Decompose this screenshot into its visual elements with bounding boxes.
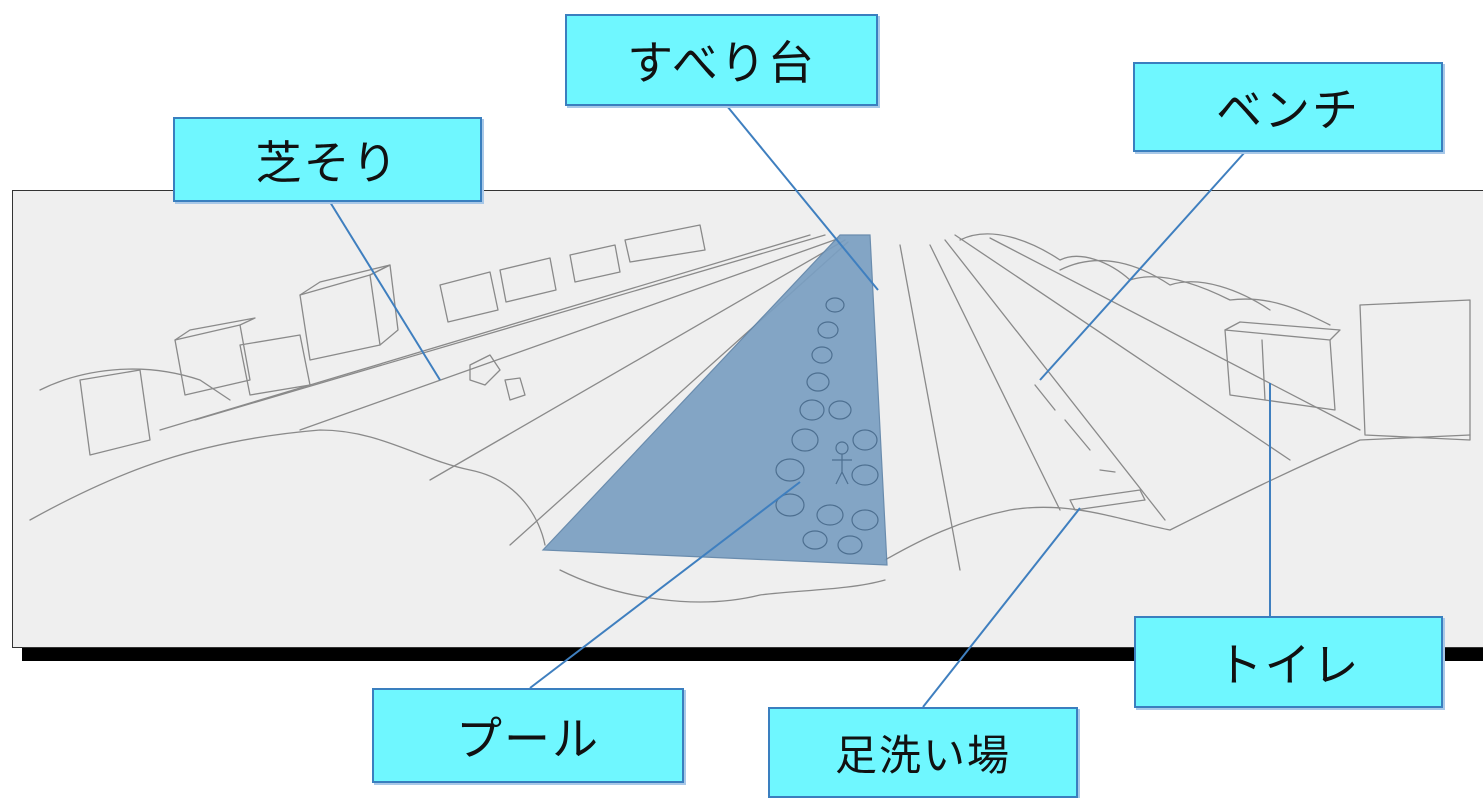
bench-mark (1064, 419, 1091, 451)
building-outline (79, 369, 151, 456)
right-embankment-line (989, 237, 1361, 431)
stepping-stone (828, 400, 852, 420)
stepping-stone (775, 458, 805, 482)
foot-wash-mark (1069, 489, 1146, 511)
callout-foot-wash-label: 足洗い場 (834, 731, 1011, 780)
sledding-figure (469, 354, 501, 386)
callout-slide: すべり台 (565, 14, 878, 106)
building-outline (624, 224, 706, 263)
stepping-stone (799, 399, 825, 421)
stepping-stone (851, 464, 879, 486)
ground-contour (559, 569, 886, 603)
callout-pool-label: プール (456, 711, 600, 766)
ground-contour (884, 506, 1171, 561)
callout-pool: プール (372, 688, 684, 783)
callout-slide-label: すべり台 (627, 36, 816, 90)
building-outline (174, 324, 251, 396)
callout-bench-label: ベンチ (1216, 83, 1360, 137)
tree-outline (959, 233, 1331, 326)
callout-grass-sledding-label: 芝そり (255, 135, 400, 190)
stepping-stone (802, 530, 828, 550)
toilet-building (1261, 339, 1266, 401)
stepping-stone (817, 321, 839, 339)
left-embankment-line (194, 234, 826, 421)
callout-toilet: トイレ (1134, 616, 1443, 708)
building-outline (439, 271, 499, 323)
left-embankment-line (159, 234, 811, 431)
callout-grass-sledding: 芝そり (173, 117, 482, 202)
building-outline (239, 334, 311, 396)
center-building (1359, 299, 1471, 441)
stepping-stone (825, 297, 845, 313)
ground-contour (1169, 434, 1471, 531)
building-outline (174, 317, 256, 341)
callout-toilet-label: トイレ (1216, 638, 1361, 692)
stepping-stone (816, 504, 844, 526)
tree-outline (1059, 259, 1271, 311)
right-slope-line (944, 239, 1166, 521)
right-path-line (899, 244, 961, 571)
stepping-stone (791, 428, 819, 452)
building-outline (569, 244, 621, 283)
foot-wash-mark (1099, 469, 1116, 473)
pool-water (541, 234, 888, 566)
right-embankment-line (954, 234, 1291, 461)
stepping-stone (851, 509, 879, 531)
stepping-stone (806, 372, 830, 392)
sledding-figure (504, 377, 526, 401)
right-slope-line (929, 244, 1061, 511)
callout-foot-wash: 足洗い場 (768, 707, 1078, 798)
stepping-stone (837, 535, 863, 555)
child-figure (832, 454, 852, 485)
ground-contour (29, 429, 546, 546)
toilet-building (1224, 329, 1336, 411)
ground-contour (39, 368, 231, 401)
stepping-stone (852, 429, 878, 451)
callout-bench: ベンチ (1133, 62, 1443, 152)
bench-mark (1034, 384, 1056, 411)
stepping-stone (811, 346, 833, 364)
building-outline (499, 257, 557, 303)
